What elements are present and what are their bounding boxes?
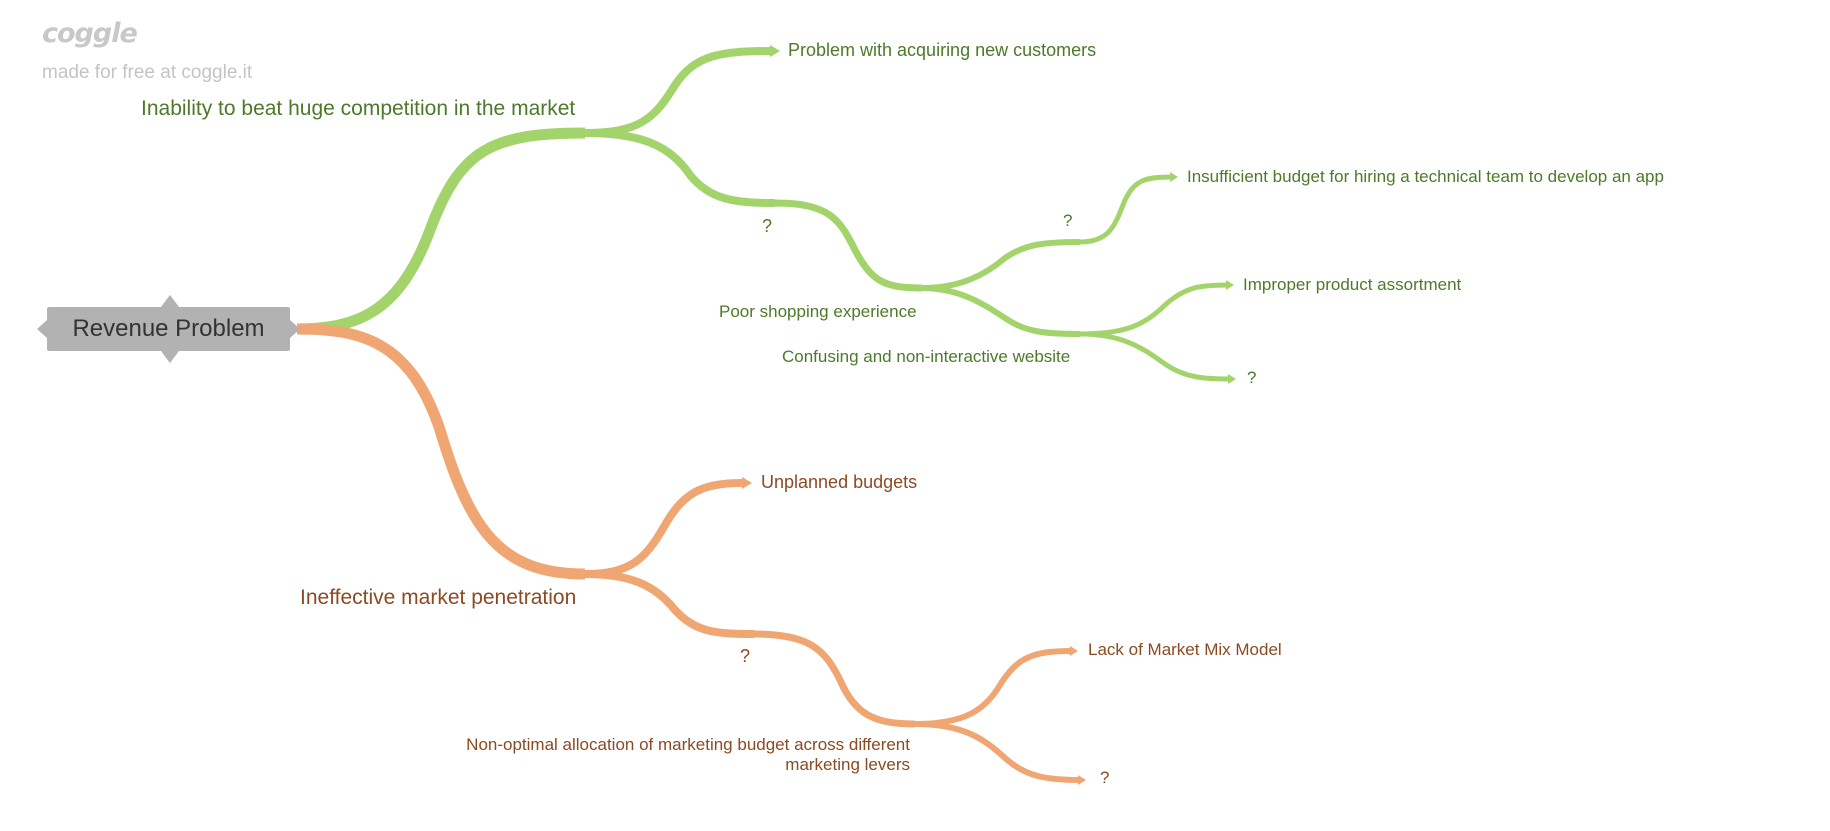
root-expand-up-icon[interactable]	[161, 295, 179, 307]
branch-penetration-to-unplanned	[584, 479, 745, 578]
node-insufficient-budget[interactable]: Insufficient budget for hiring a technic…	[1187, 167, 1664, 186]
node-non-optimal-allocation[interactable]: Non-optimal allocation of marketing budg…	[410, 735, 910, 774]
arrowhead	[770, 45, 780, 57]
branch-nonoptimal-to-question	[914, 721, 1081, 783]
node-confusing-website[interactable]: Confusing and non-interactive website	[782, 347, 1071, 366]
node-unplanned-budgets[interactable]: Unplanned budgets	[761, 472, 918, 492]
root-expand-left-icon[interactable]	[37, 320, 47, 338]
branch-question-to-insufficient	[1079, 174, 1173, 245]
node-competition[interactable]: Inability to beat huge competition in th…	[141, 97, 576, 120]
arrowhead	[1226, 280, 1234, 290]
root-expand-right-icon[interactable]	[290, 320, 300, 338]
branch-question-to-poor-shopping	[774, 199, 923, 292]
root-node[interactable]: Revenue Problem	[47, 307, 290, 351]
arrowhead	[1070, 646, 1078, 656]
node-non-optimal-line2: marketing levers	[785, 754, 910, 774]
branch-poor-to-confusing	[921, 285, 1081, 337]
node-competition-question[interactable]: ?	[762, 216, 773, 236]
arrowhead	[1078, 775, 1086, 785]
branch-confusing-to-question	[1079, 331, 1231, 382]
arrowhead	[1170, 172, 1178, 182]
coggle-tagline[interactable]: made for free at coggle.it	[42, 62, 253, 83]
branch-root-to-penetration	[296, 323, 586, 580]
node-poor-shopping[interactable]: Poor shopping experience	[719, 302, 917, 321]
branch-question-to-nonoptimal	[753, 630, 916, 728]
branch-penetration-to-question	[584, 570, 755, 638]
branch-poor-to-question	[921, 239, 1081, 291]
node-non-optimal-line1: Non-optimal allocation of marketing budg…	[466, 735, 910, 754]
node-improper-assortment[interactable]: Improper product assortment	[1243, 275, 1462, 294]
branch-competition-to-acquiring	[584, 47, 773, 137]
arrowhead	[1228, 374, 1236, 384]
root-expand-down-icon[interactable]	[161, 351, 179, 363]
node-penetration-question[interactable]: ?	[740, 646, 751, 666]
node-market-penetration[interactable]: Ineffective market penetration	[300, 586, 577, 609]
node-poor-question[interactable]: ?	[1063, 211, 1073, 230]
root-node-label: Revenue Problem	[72, 315, 265, 342]
branch-root-to-competition	[296, 127, 586, 335]
branch-confusing-to-improper	[1079, 282, 1229, 337]
node-website-question[interactable]: ?	[1247, 368, 1257, 387]
arrowhead	[742, 477, 752, 489]
branch-competition-to-question	[584, 129, 776, 207]
node-acquiring-customers[interactable]: Problem with acquiring new customers	[788, 40, 1097, 60]
node-mix-question[interactable]: ?	[1100, 768, 1110, 787]
branch-nonoptimal-to-marketmix	[914, 648, 1073, 727]
coggle-logo[interactable]: coggle	[42, 18, 138, 49]
node-market-mix-model[interactable]: Lack of Market Mix Model	[1088, 640, 1282, 659]
